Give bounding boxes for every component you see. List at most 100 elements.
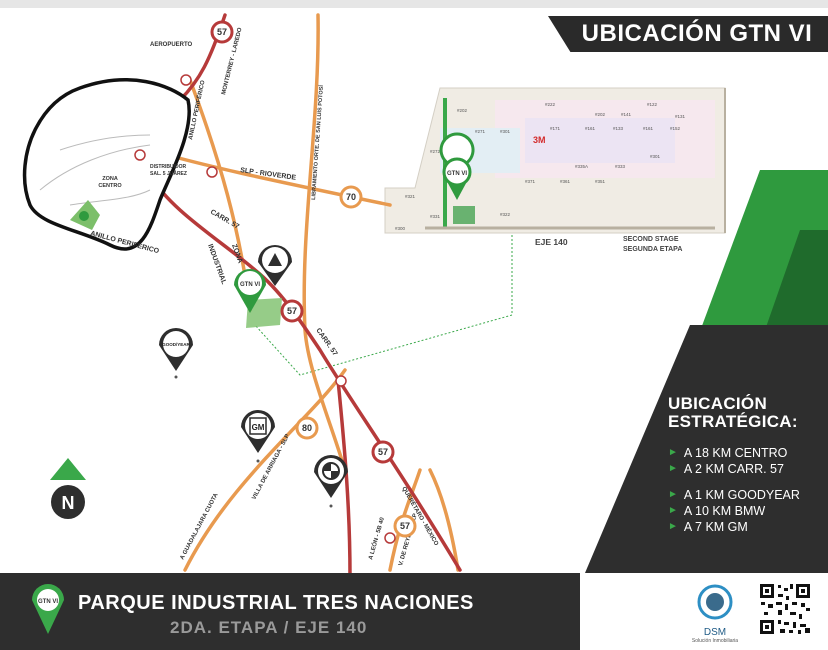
lot-label: #161 xyxy=(585,126,596,131)
lot-label: #321 xyxy=(405,194,416,199)
dsm-logo: DSM Solución Inmobiliaria xyxy=(690,584,740,644)
dsm-logo-icon xyxy=(697,584,733,620)
arrow-icon: ► xyxy=(668,463,678,474)
footer-pin-label: GTN VI xyxy=(38,599,58,605)
lot-label: #133 xyxy=(613,126,624,131)
label-carr57b: CARR. 57 xyxy=(314,327,338,357)
svg-text:57: 57 xyxy=(378,447,388,457)
lot-label: #141 xyxy=(621,112,632,117)
label-distribuidor: DISTRIBUIDOR xyxy=(150,164,187,170)
lot-label: #222 xyxy=(545,102,556,107)
lot-label: #152 xyxy=(670,126,681,131)
shield-57-low: 57 xyxy=(371,440,395,464)
info-item: ► A 10 KM BMW xyxy=(668,503,800,519)
shield-57-bottom: 57 xyxy=(393,514,417,538)
connector-line xyxy=(254,235,513,376)
lot-label: #361 xyxy=(560,179,571,184)
gm-logo-text: GM xyxy=(252,423,265,432)
info-item: ► A 1 KM GOODYEAR xyxy=(668,487,800,503)
footer-title: PARQUE INDUSTRIAL TRES NACIONES xyxy=(78,592,474,614)
info-heading-2: ESTRATÉGICA: xyxy=(668,412,798,431)
shield-70: 70 xyxy=(339,185,363,209)
lot-label: #333 xyxy=(615,164,626,169)
label-leon: A LEÓN - 5B 40 xyxy=(366,516,386,561)
info-item: ► A 18 KM CENTRO xyxy=(668,445,800,461)
lot-label: #322 xyxy=(500,212,511,217)
shield-80: 80 xyxy=(295,416,319,440)
arrow-icon: ► xyxy=(668,489,678,500)
lot-label: #202 xyxy=(595,112,606,117)
info-item-text: A 18 KM CENTRO xyxy=(683,446,788,460)
pin-goodyear: GOOD/YEAR xyxy=(159,328,193,379)
shield-57-top: 57 xyxy=(210,20,234,44)
info-item-text: A 2 KM CARR. 57 xyxy=(683,462,784,476)
footer-subtitle: 2DA. ETAPA / EJE 140 xyxy=(170,618,368,637)
lot-label: #300 xyxy=(395,226,406,231)
svg-text:70: 70 xyxy=(346,192,356,202)
goodyear-logo-text: GOOD/YEAR xyxy=(162,342,190,347)
dsm-name: DSM xyxy=(703,627,727,638)
lot-label: #351 xyxy=(595,179,606,184)
label-distribuidor-2: SAL. 5 JUÁREZ xyxy=(150,170,187,177)
lot-label: #335A xyxy=(575,164,588,169)
lot-label: #371 xyxy=(525,179,536,184)
footer-bar xyxy=(0,573,580,650)
north-arrow-icon: N xyxy=(50,458,86,519)
segunda-etapa-label: SEGUNDA ETAPA xyxy=(623,246,682,253)
arrow-icon: ► xyxy=(668,521,678,532)
brand-3m: 3M xyxy=(533,135,546,145)
svg-text:57: 57 xyxy=(217,27,227,37)
info-heading-1: UBICACIÓN xyxy=(668,394,768,413)
top-strip xyxy=(0,0,828,8)
lot-label: #331 xyxy=(430,214,441,219)
info-panel-bg xyxy=(585,325,828,573)
page-title: UBICACIÓN GTN VI xyxy=(581,20,813,47)
pin-bmw xyxy=(314,455,348,508)
eje140-label: EJE 140 xyxy=(535,237,568,247)
lot-label: #122 xyxy=(647,102,658,107)
inset-pin-label: GTN VI xyxy=(447,171,467,177)
svg-text:57: 57 xyxy=(400,521,410,531)
second-stage-label: SECOND STAGE xyxy=(623,236,679,243)
dsm-tagline: Solución Inmobiliaria xyxy=(691,638,739,644)
svg-text:80: 80 xyxy=(302,423,312,433)
map-pin-label: GTN VI xyxy=(240,282,260,288)
info-item: ► A 7 KM GM xyxy=(668,519,800,535)
lot-label: #301 xyxy=(500,129,511,134)
ring-road xyxy=(22,78,191,251)
footer-pin-icon: GTN VI xyxy=(32,584,64,634)
label-carr57: CARR. 57 xyxy=(209,209,240,231)
label-aeropuerto: AEROPUERTO xyxy=(150,42,193,48)
label-zona-centro-2: CENTRO xyxy=(98,183,122,189)
info-item-text: A 10 KM BMW xyxy=(683,504,766,518)
info-panel: UBICACIÓN ESTRATÉGICA: ► A 18 KM CENTRO ►… xyxy=(668,395,800,535)
info-item-text: A 1 KM GOODYEAR xyxy=(683,488,800,502)
industrial-green-area xyxy=(246,298,282,328)
qr-code-icon[interactable] xyxy=(758,582,812,636)
map-pin-gtn: GTN VI xyxy=(234,269,266,313)
arrow-icon: ► xyxy=(668,505,678,516)
info-list: ► A 18 KM CENTRO ► A 2 KM CARR. 57 ► A 1 KM… xyxy=(668,445,800,535)
arrow-icon: ► xyxy=(668,447,678,458)
inset-pin: GTN VI xyxy=(439,132,475,200)
lot-label: #272 xyxy=(430,149,441,154)
label-guadalajara: A GUADALAJARA CUOTA xyxy=(179,492,220,561)
title-bar: UBICACIÓN GTN VI xyxy=(548,16,828,52)
lot-label: #301 xyxy=(650,154,661,159)
lot-label: #161 xyxy=(643,126,654,131)
pin-gm: GM xyxy=(241,410,275,463)
north-label: N xyxy=(62,493,75,513)
park-inset: #202 #222 #271 #301 #272 #171 #161 #133 … xyxy=(384,87,726,253)
lot-label: #202 xyxy=(457,108,468,113)
info-item-text: A 7 KM GM xyxy=(683,520,748,534)
pin-logo-triangle xyxy=(258,245,292,286)
label-zona-industrial-2: INDUSTRIAL xyxy=(206,243,227,286)
lot-label: #271 xyxy=(475,129,486,134)
lot-label: #131 xyxy=(675,114,686,119)
shield-57-mid: 57 xyxy=(280,299,304,323)
svg-text:57: 57 xyxy=(287,306,297,316)
label-zona-centro-1: ZONA xyxy=(102,176,118,182)
info-item: ► A 2 KM CARR. 57 xyxy=(668,461,800,477)
